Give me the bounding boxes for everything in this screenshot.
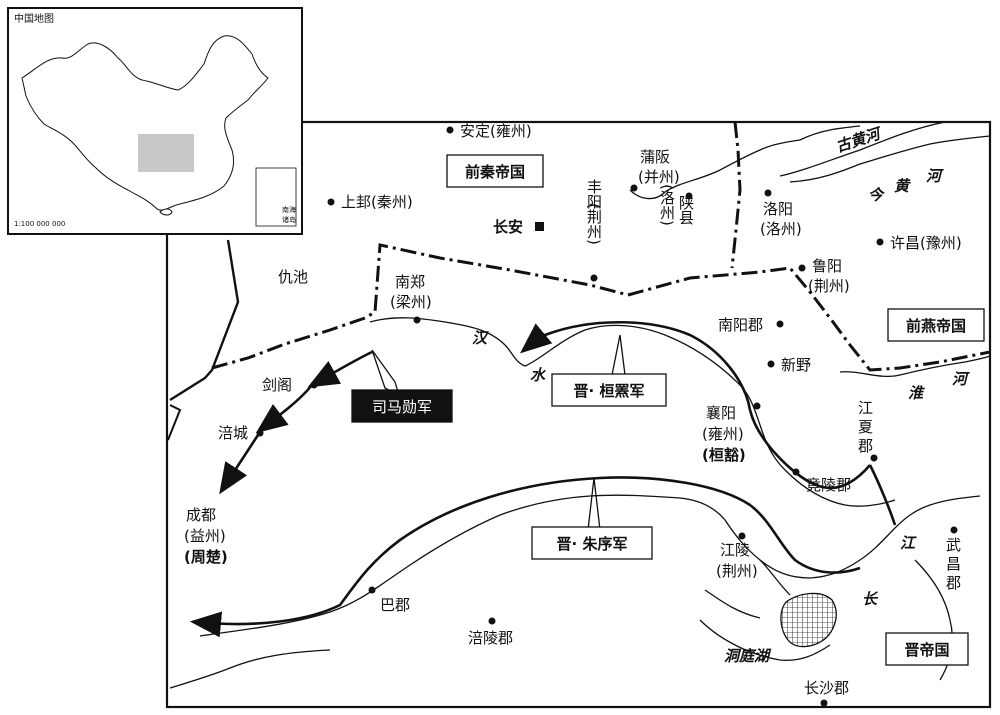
river-yellow-1: 今 <box>868 186 885 204</box>
place-changan: 长安 <box>493 218 523 236</box>
place-puban-sub: (并州) <box>638 168 680 186</box>
inset-south-sea-1: 南海 <box>282 205 296 214</box>
place-chengdu-sub: (益州) <box>184 527 226 545</box>
inset-highlight-region <box>138 134 194 172</box>
inset-china-outline <box>21 35 269 211</box>
place-puban: 蒲阪 <box>640 148 670 166</box>
place-shanxian-sub: (洛州) <box>658 184 676 226</box>
place-xuchang: 许昌(豫州) <box>890 234 962 252</box>
place-shanxian: 陕县 <box>677 195 695 225</box>
river-yellow-2: 黄 <box>894 177 911 195</box>
army-sima-xun: 司马勋军 <box>351 389 453 423</box>
place-fengyang-sub: (荆州) <box>585 203 603 245</box>
frontier-line <box>169 239 240 402</box>
place-jiangling-sub: (荆州) <box>716 562 758 580</box>
place-wuchang-3: 郡 <box>946 574 961 592</box>
army-zhu-xu-label: 晋· 朱序军 <box>557 535 628 553</box>
place-fengyang: 丰阳 <box>585 179 603 209</box>
army-huan-huo-label: 晋· 桓罴军 <box>574 382 645 400</box>
region-former-qin: 前秦帝国 <box>446 154 544 188</box>
place-dots <box>256 126 958 707</box>
place-changsha: 长沙郡 <box>804 679 849 697</box>
army-huan-huo: 晋· 桓罴军 <box>551 373 667 407</box>
routes <box>189 321 897 638</box>
river-yellow-3: 河 <box>926 167 944 185</box>
rivers <box>169 121 991 689</box>
place-wuchang-1: 武 <box>946 536 961 554</box>
place-jiangling: 江陵 <box>720 541 750 559</box>
river-chang-2: 长 <box>862 590 879 608</box>
place-shanggui: 上邽(秦州) <box>341 193 413 211</box>
army-zhu-xu: 晋· 朱序军 <box>531 526 653 560</box>
place-xiangyang: 襄阳 <box>706 404 736 422</box>
place-fucheng: 涪城 <box>218 424 248 442</box>
place-nanzheng: 南郑 <box>395 273 425 291</box>
region-jin-label: 晋帝国 <box>904 641 949 659</box>
river-huai-1: 淮 <box>908 384 925 402</box>
place-xiangyang-sub: (雍州) <box>702 425 744 443</box>
place-luoyang: 洛阳 <box>763 200 793 218</box>
place-chengdu: 成都 <box>186 506 216 524</box>
river-han-1: 汉 <box>472 329 489 347</box>
leader-sima <box>371 349 399 393</box>
place-ba: 巴郡 <box>380 596 410 614</box>
place-labels: 安定(雍州) 上邽(秦州) 仇池 长安 丰阳 (荆州) 蒲阪 (并州) 陕县 (… <box>184 122 962 697</box>
river-chang-1: 江 <box>900 534 917 552</box>
place-jiangxia-1: 江 <box>858 399 873 417</box>
place-chengdu-ruler: (周楚) <box>184 548 228 566</box>
leader-zhu <box>587 477 601 531</box>
place-jingling: 竟陵郡 <box>806 476 851 494</box>
place-chouchi: 仇池 <box>278 268 308 286</box>
river-han-2: 水 <box>530 366 546 384</box>
main-map-frame <box>165 120 992 709</box>
region-former-qin-label: 前秦帝国 <box>465 163 525 181</box>
place-anding: 安定(雍州) <box>460 122 532 140</box>
inset-title: 中国地图 <box>14 12 54 25</box>
inset-scale: 1:100 000 000 <box>14 220 65 228</box>
army-sima-xun-label: 司马勋军 <box>372 398 432 416</box>
place-dongting: 洞庭湖 <box>724 647 772 665</box>
dongting-lake <box>780 592 837 648</box>
region-former-yan-label: 前燕帝国 <box>906 317 966 335</box>
region-jin: 晋帝国 <box>885 632 969 666</box>
place-fuling: 涪陵郡 <box>468 629 513 647</box>
place-nanyang: 南阳郡 <box>718 316 763 334</box>
place-jiangxia-2: 夏 <box>858 418 873 436</box>
borders <box>211 121 991 372</box>
place-luyang: 鲁阳 <box>812 257 842 275</box>
place-nanzheng-sub: (梁州) <box>390 293 432 311</box>
place-jiange: 剑阁 <box>262 376 292 394</box>
place-luyang-sub: (荆州) <box>808 277 850 295</box>
place-luoyang-sub: (洛州) <box>760 220 802 238</box>
leader-huan <box>611 334 626 376</box>
place-xiangyang-ruler: (桓豁) <box>702 446 746 464</box>
inset-south-sea-2: 诸岛 <box>282 215 296 224</box>
place-jiangxia-3: 郡 <box>858 437 873 455</box>
region-former-yan: 前燕帝国 <box>887 308 985 342</box>
river-huai-2: 河 <box>952 370 970 388</box>
frontier-line-2 <box>167 404 182 441</box>
place-xinye: 新野 <box>781 356 811 374</box>
place-wuchang-2: 昌 <box>946 555 961 573</box>
inset-map: 中国地图 南海 诸岛 1:100 000 000 <box>7 7 303 235</box>
